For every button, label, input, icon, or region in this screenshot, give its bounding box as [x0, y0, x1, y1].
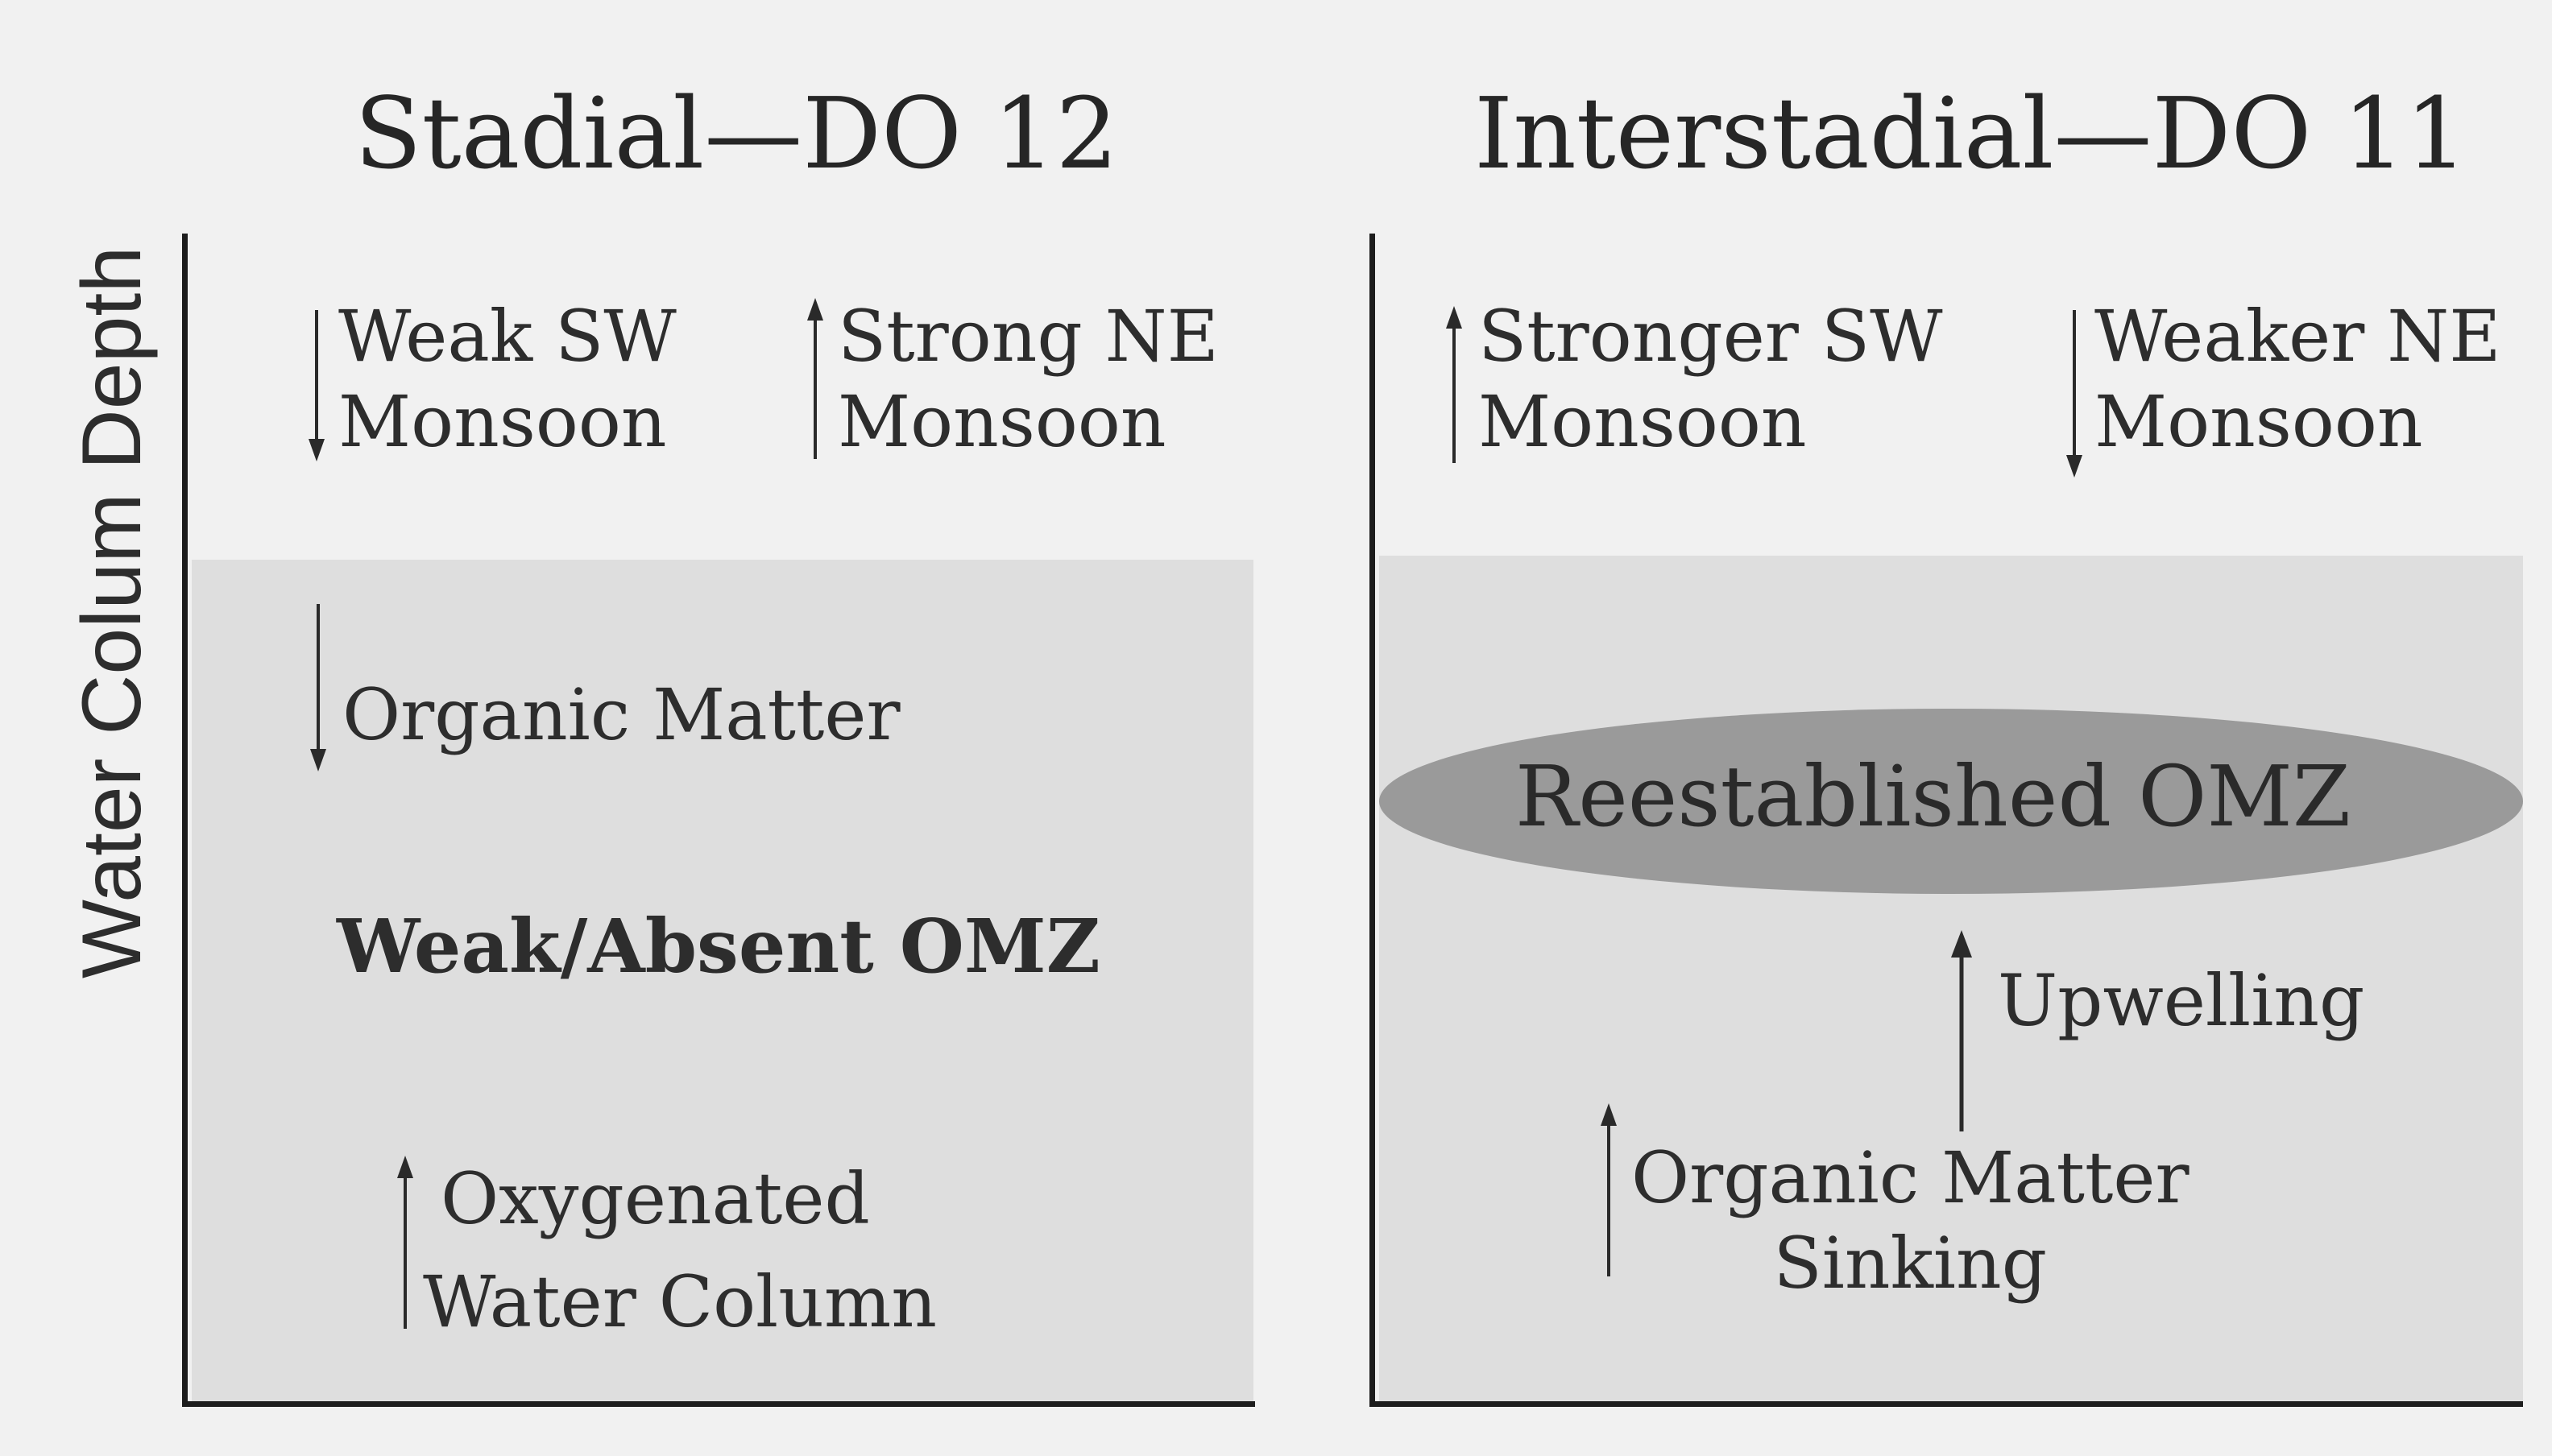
oxygenated-line2: Water Column	[423, 1260, 937, 1343]
arrow-up-icon	[1446, 306, 1462, 463]
omz-label: Reestablished OMZ	[1514, 747, 2351, 846]
water-column	[192, 560, 1253, 1405]
monsoon-ne-label: Weaker NE Monsoon	[2094, 294, 2501, 464]
arrow-up-icon	[1601, 1103, 1617, 1276]
arrow-up-icon	[397, 1156, 413, 1329]
monsoon-sw-label: Weak SW Monsoon	[338, 294, 677, 464]
oxygenated-line1: Oxygenated	[441, 1157, 870, 1240]
x-axis-line	[1369, 1401, 2523, 1407]
arrow-down-icon	[309, 310, 325, 461]
x-axis-line	[182, 1401, 1255, 1407]
monsoon-ne-line2: Monsoon	[2094, 379, 2423, 463]
y-axis-label: Water Colum Depth	[65, 246, 160, 978]
monsoon-sw-line1: Stronger SW	[1478, 295, 1943, 378]
monsoon-ne-label: Strong NE Monsoon	[838, 294, 1219, 464]
monsoon-sw-line1: Weak SW	[338, 295, 677, 378]
arrow-up-icon	[807, 298, 823, 459]
y-axis-line	[1369, 234, 1375, 1405]
monsoon-sw-label: Stronger SW Monsoon	[1478, 294, 1943, 464]
monsoon-ne-line2: Monsoon	[838, 379, 1166, 463]
panel-title: Interstadial—DO 11	[1474, 77, 2468, 191]
organic-sinking-line1: Organic Matter	[1631, 1136, 2190, 1219]
water-column	[1379, 556, 2523, 1405]
y-axis-line	[182, 234, 188, 1405]
arrow-down-icon	[2066, 310, 2082, 478]
organic-sinking-line2: Sinking	[1773, 1221, 2048, 1305]
upwelling-label: Upwelling	[1998, 959, 2365, 1042]
monsoon-ne-line1: Weaker NE	[2094, 295, 2501, 378]
organic-sinking-label: Organic Matter Sinking	[1631, 1135, 2190, 1305]
monsoon-sw-line2: Monsoon	[1478, 379, 1807, 463]
panel-title: Stadial—DO 12	[354, 77, 1119, 191]
monsoon-sw-line2: Monsoon	[338, 379, 667, 463]
arrow-down-icon	[310, 604, 326, 771]
organic-matter-label: Organic Matter	[342, 673, 901, 756]
omz-layer	[1379, 709, 2523, 894]
arrow-up-icon	[1951, 930, 1972, 1131]
oxygenated-label: Oxygenated Water Column	[423, 1148, 937, 1353]
omz-label: Weak/Absent OMZ	[337, 903, 1100, 990]
monsoon-ne-line1: Strong NE	[838, 295, 1219, 378]
